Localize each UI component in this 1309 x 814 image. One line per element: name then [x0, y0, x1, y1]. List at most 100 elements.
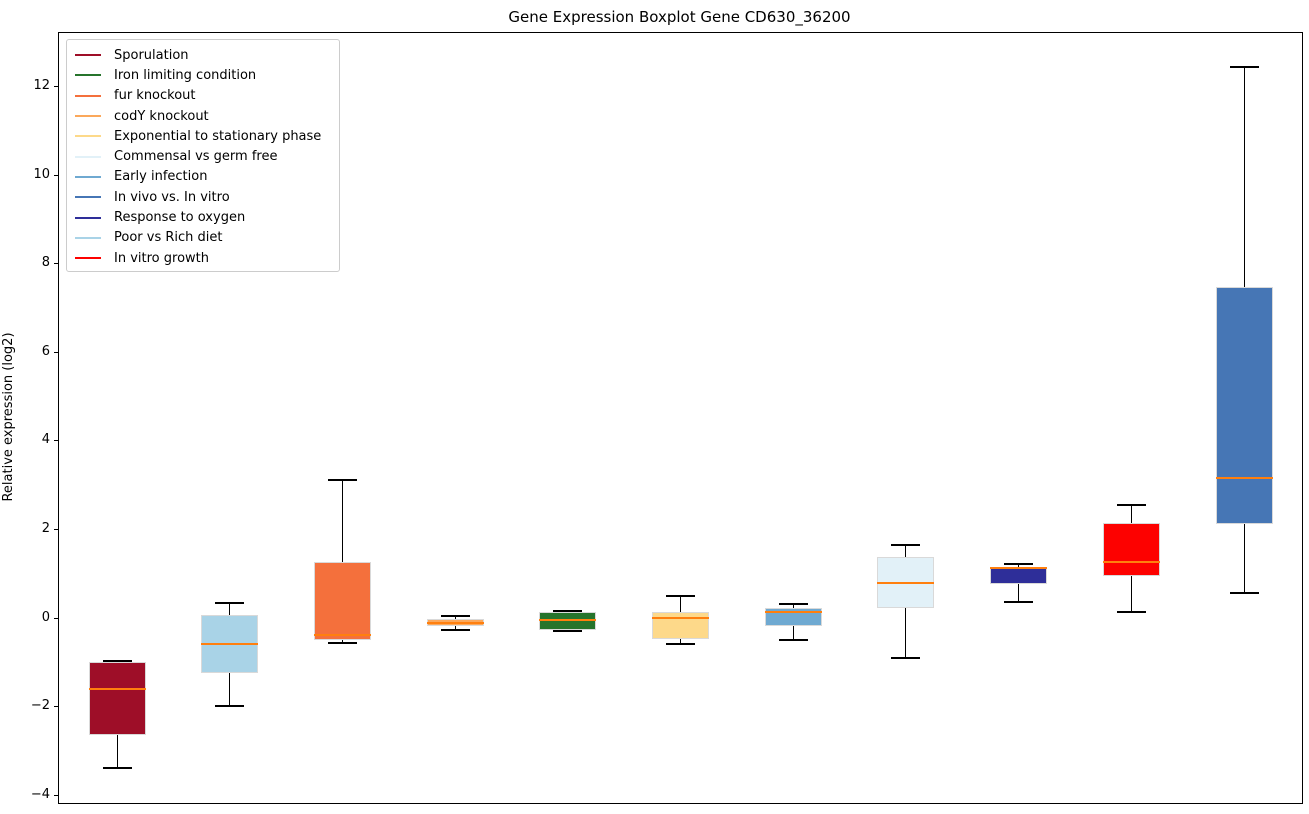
legend-item-label: Poor vs Rich diet — [114, 230, 223, 246]
y-tick-mark — [54, 706, 58, 708]
box-whisker-lower — [905, 607, 907, 659]
box-whisker-cap-lower — [553, 630, 583, 633]
box-whisker-cap-upper — [102, 659, 132, 662]
box-median-line — [1215, 477, 1273, 480]
legend-item-label: fur knockout — [114, 88, 196, 104]
box-whisker-lower — [1130, 576, 1132, 612]
box-whisker-cap-lower — [778, 639, 808, 642]
legend-item-label: codY knockout — [114, 108, 209, 124]
legend-item: In vitro growth — [75, 248, 331, 268]
box-median-line — [88, 688, 146, 691]
box-whisker-lower — [792, 626, 794, 641]
legend-item: codY knockout — [75, 106, 331, 126]
legend-swatch — [75, 115, 101, 118]
y-tick-label: 4 — [41, 432, 50, 448]
box-whisker-upper — [1130, 505, 1132, 524]
box-whisker-cap-upper — [1229, 66, 1259, 69]
box-whisker-cap-upper — [1004, 563, 1034, 566]
y-tick-mark — [54, 263, 58, 265]
box-median-line — [539, 619, 597, 622]
y-tick-label: −2 — [30, 698, 50, 714]
box-whisker-cap-upper — [553, 610, 583, 613]
box-median-line — [313, 633, 371, 636]
legend-item-label: Sporulation — [114, 47, 189, 63]
legend-swatch — [75, 236, 101, 239]
y-tick-label: −4 — [30, 786, 50, 802]
box-whisker-upper — [1018, 564, 1020, 568]
legend-swatch — [75, 74, 101, 77]
legend-item: Sporulation — [75, 45, 331, 65]
legend-item-label: Exponential to stationary phase — [114, 128, 322, 144]
legend-item-label: Response to oxygen — [114, 210, 246, 226]
boxplot-box — [313, 561, 371, 641]
box-whisker-cap-lower — [891, 657, 921, 660]
y-tick-mark — [54, 86, 58, 88]
legend-item: fur knockout — [75, 86, 331, 106]
box-whisker-upper — [680, 595, 681, 613]
legend-swatch — [75, 257, 101, 260]
box-whisker-cap-lower — [1116, 610, 1146, 613]
y-tick-mark — [54, 794, 58, 796]
y-axis-label: Relative expression (log2) — [1, 332, 16, 502]
legend-item-label: Early infection — [114, 169, 208, 185]
y-tick-label: 6 — [41, 343, 50, 359]
box-whisker-cap-upper — [327, 479, 357, 482]
box-whisker-cap-lower — [102, 767, 132, 770]
legend-item: Poor vs Rich diet — [75, 228, 331, 248]
y-tick-label: 10 — [33, 166, 50, 182]
boxplot-box — [88, 662, 146, 735]
legend-item: Early infection — [75, 167, 331, 187]
box-whisker-lower — [1018, 584, 1020, 602]
legend-swatch — [75, 155, 101, 158]
box-median-line — [877, 582, 935, 585]
box-whisker-cap-lower — [327, 641, 357, 644]
box-whisker-cap-upper — [891, 544, 921, 547]
box-whisker-cap-upper — [1116, 504, 1146, 507]
legend-item-label: In vitro growth — [114, 250, 209, 266]
box-whisker-lower — [1243, 524, 1245, 593]
legend-item: Exponential to stationary phase — [75, 126, 331, 146]
y-tick-label: 0 — [41, 609, 50, 625]
legend-item-label: Commensal vs germ free — [114, 149, 278, 165]
box-whisker-cap-lower — [440, 628, 470, 631]
box-whisker-cap-lower — [1229, 591, 1259, 594]
legend-item: Response to oxygen — [75, 207, 331, 227]
box-whisker-upper — [1243, 67, 1245, 288]
boxplot-box — [990, 567, 1048, 585]
box-whisker-lower — [454, 626, 456, 630]
box-whisker-upper — [792, 603, 794, 609]
box-whisker-cap-lower — [666, 643, 695, 646]
box-whisker-cap-lower — [1004, 600, 1034, 603]
box-whisker-cap-upper — [440, 614, 470, 617]
box-whisker-upper — [454, 615, 456, 619]
box-whisker-upper — [905, 545, 907, 557]
box-whisker-lower — [680, 639, 681, 645]
box-median-line — [652, 617, 709, 620]
y-tick-label: 2 — [41, 521, 50, 537]
y-tick-mark — [54, 529, 58, 531]
box-whisker-cap-upper — [778, 602, 808, 605]
boxplot-box — [1102, 523, 1160, 577]
box-whisker-cap-upper — [666, 594, 695, 597]
box-median-line — [1102, 560, 1160, 563]
box-whisker-upper — [229, 603, 231, 615]
box-median-line — [764, 611, 822, 614]
box-whisker-lower — [229, 673, 231, 707]
legend-swatch — [75, 196, 101, 199]
box-median-line — [990, 567, 1048, 570]
legend-item: Commensal vs germ free — [75, 146, 331, 166]
legend-swatch — [75, 54, 101, 57]
y-tick-mark — [54, 174, 58, 176]
box-whisker-cap-lower — [215, 705, 245, 708]
legend-item: In vivo vs. In vitro — [75, 187, 331, 207]
y-tick-mark — [54, 351, 58, 353]
y-tick-label: 8 — [41, 255, 50, 271]
legend-item-label: Iron limiting condition — [114, 67, 257, 83]
legend-item: Iron limiting condition — [75, 65, 331, 85]
legend-swatch — [75, 94, 101, 97]
box-whisker-lower — [341, 640, 343, 643]
box-median-line — [426, 621, 484, 624]
legend-swatch — [75, 175, 101, 178]
box-median-line — [201, 642, 259, 645]
y-tick-mark — [54, 617, 58, 619]
